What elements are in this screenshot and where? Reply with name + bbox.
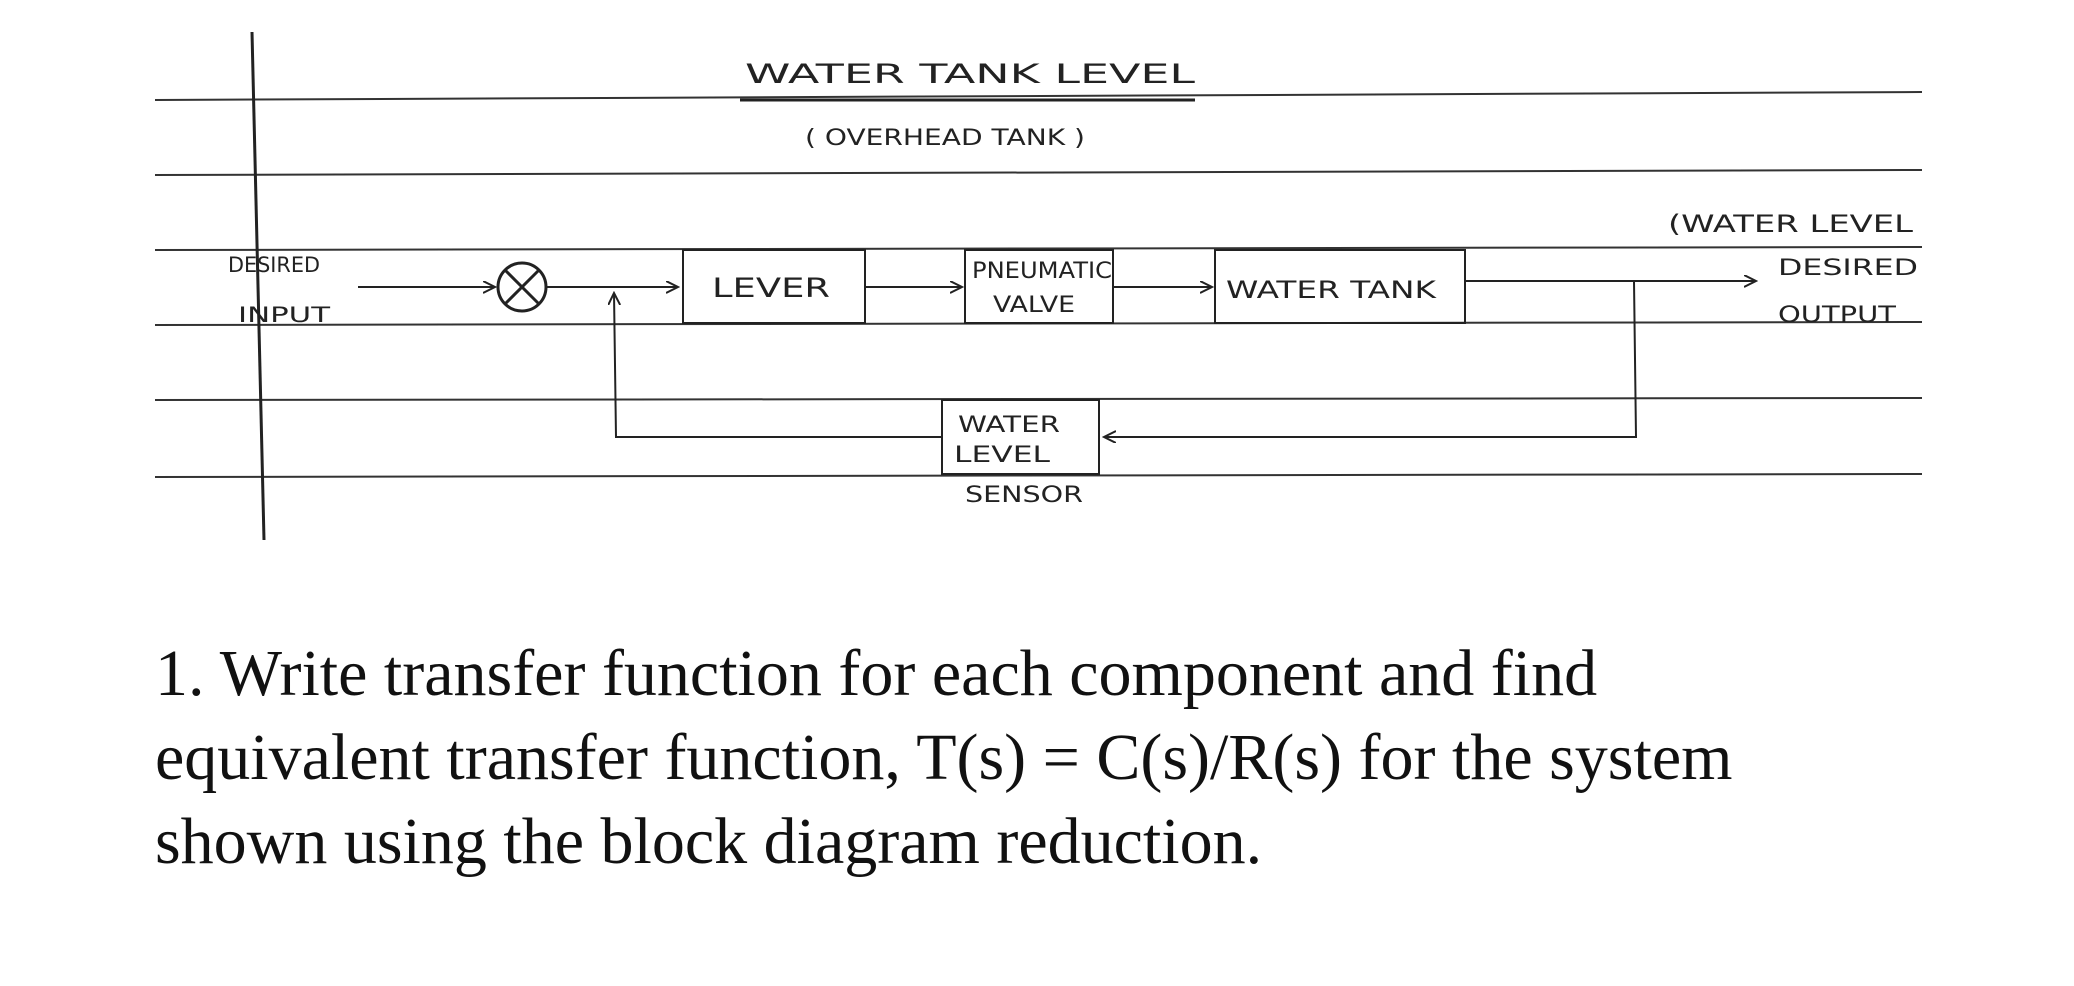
sensor-label-line1: WATER xyxy=(958,413,1060,438)
input-label-line1: DESIRED xyxy=(228,253,320,277)
sensor-caption: SENSOR xyxy=(965,483,1083,508)
summing-junction xyxy=(496,261,548,313)
water-tank-block xyxy=(1214,249,1466,324)
output-label-line1: DESIRED xyxy=(1778,256,1918,281)
output-note: (WATER LEVEL xyxy=(1668,210,1914,238)
ruled-line xyxy=(154,246,1923,251)
question-line-3: shown using the block diagram reduction. xyxy=(155,805,1263,878)
feedback-path-to-junction xyxy=(614,293,942,438)
sensor-label-line2: LEVEL xyxy=(954,443,1051,468)
ruled-line xyxy=(154,169,1923,176)
question-text: 1. Write transfer function for each comp… xyxy=(155,632,2035,884)
lever-label: LEVER xyxy=(712,273,830,304)
ruled-line xyxy=(154,91,1923,101)
question-line-1: 1. Write transfer function for each comp… xyxy=(155,637,1598,710)
input-label-line2: INPUT xyxy=(238,303,330,327)
diagram-subtitle: ( OVERHEAD TANK ) xyxy=(805,126,1085,151)
ruled-line xyxy=(154,473,1923,478)
output-label-line2: OUTPUT xyxy=(1778,303,1897,328)
margin-line xyxy=(250,31,266,541)
feedback-path-to-sensor xyxy=(1104,280,1638,437)
diagram-title: WATER TANK LEVEL xyxy=(745,59,1195,90)
question-line-2: equivalent transfer function, T(s) = C(s… xyxy=(155,721,1733,794)
pneumatic-valve-label-line1: PNEUMATIC xyxy=(972,259,1112,284)
pneumatic-valve-label-line2: VALVE xyxy=(993,293,1075,318)
water-tank-label: WATER TANK xyxy=(1226,276,1438,304)
